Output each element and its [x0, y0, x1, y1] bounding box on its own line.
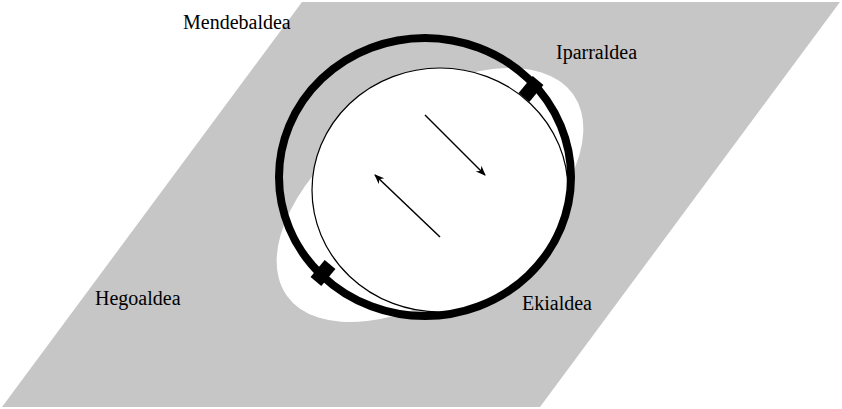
direction-label: Iparraldea: [556, 40, 637, 64]
ring-offset-mark: [519, 76, 544, 102]
motion-arrow: [425, 115, 485, 175]
direction-label: Mendebaldea: [183, 10, 291, 34]
upper-block-ring: [279, 38, 571, 316]
displaced-block: [232, 17, 628, 373]
ring-offset-mark: [311, 260, 336, 286]
direction-label: Hegoaldea: [95, 286, 181, 310]
motion-arrow: [375, 175, 440, 237]
direction-label: Ekialdea: [522, 291, 592, 315]
